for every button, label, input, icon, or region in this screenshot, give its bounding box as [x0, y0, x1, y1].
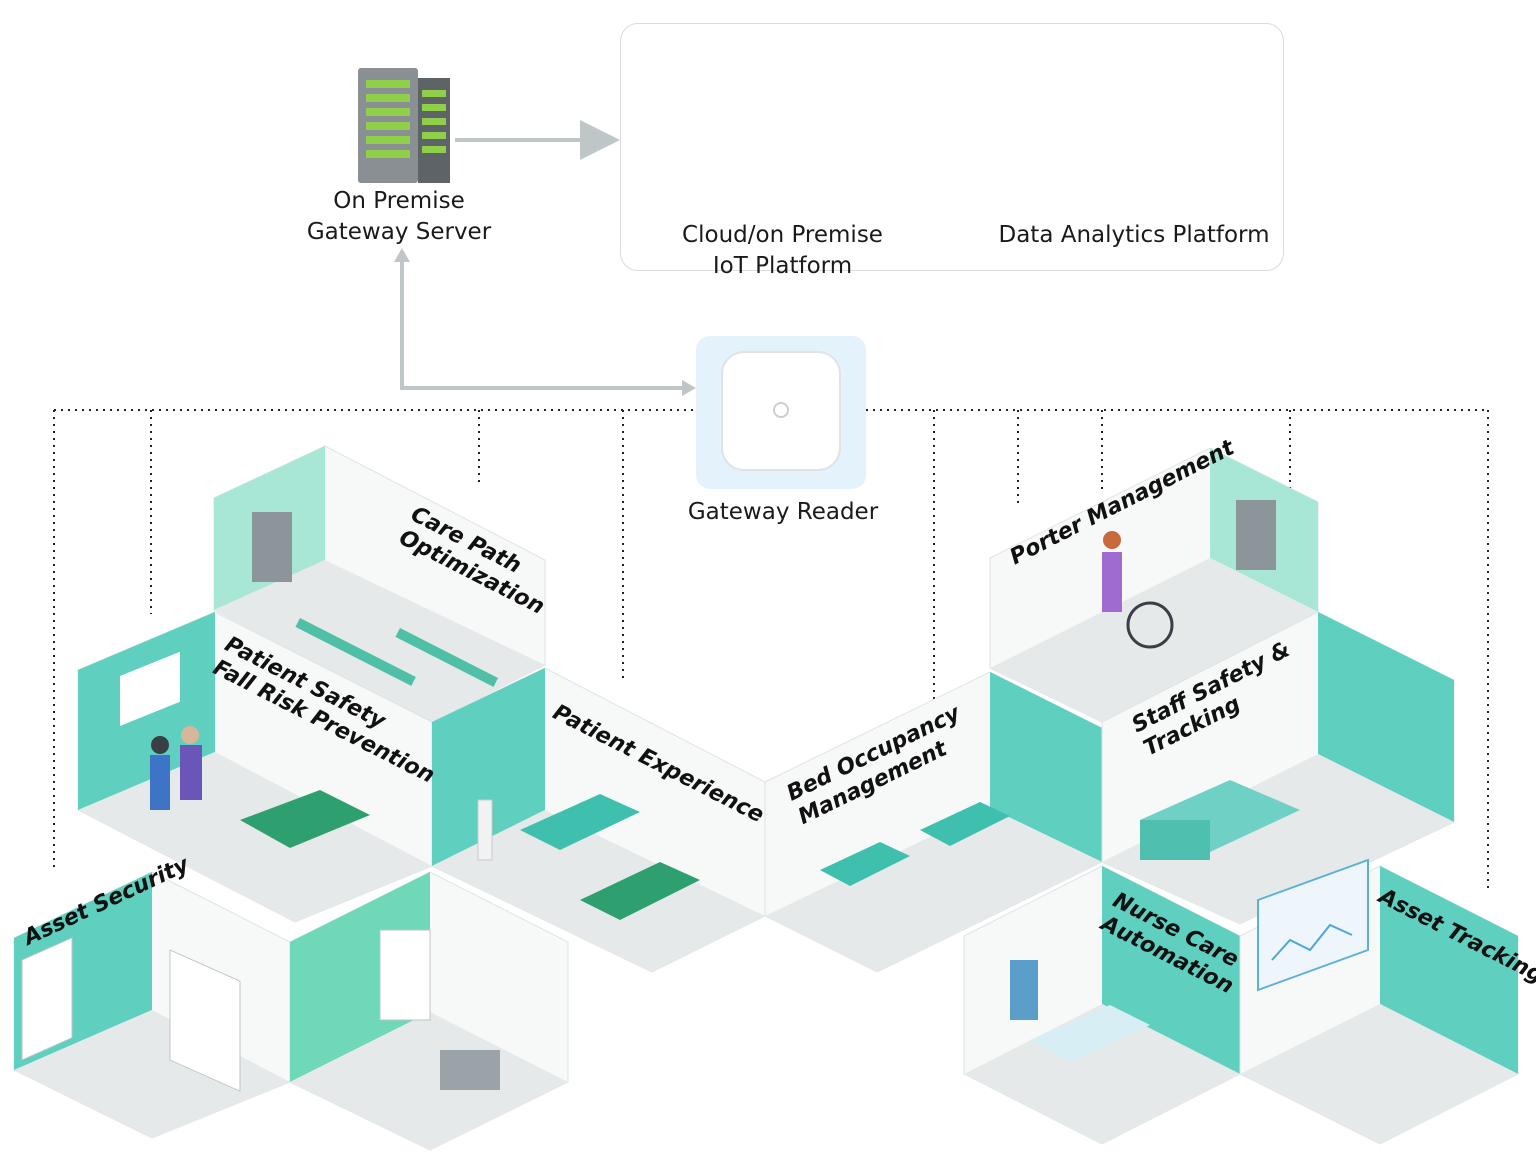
room-staff-safety — [1101, 611, 1455, 925]
room-office — [289, 871, 569, 1151]
analytics-platform-label: Data Analytics Platform — [998, 222, 1270, 248]
reader-to-server-line — [400, 258, 690, 390]
gateway-reader-device — [721, 351, 841, 471]
tracking-dashboard-screen — [1257, 858, 1369, 992]
iot-platform-label-line1: Cloud/on Premise — [682, 222, 883, 248]
gateway-server-label-line1: On Premise — [333, 188, 465, 214]
room-care-path — [213, 445, 546, 723]
cloud-platform-panel — [620, 23, 1284, 271]
gateway-reader-logo — [773, 402, 789, 418]
server-rack-icon — [358, 68, 450, 183]
gateway-reader-label: Gateway Reader — [687, 499, 879, 525]
room-bed-occupancy — [764, 671, 1103, 973]
room-patient-experience — [431, 667, 766, 973]
gateway-server-label-line2: Gateway Server — [306, 219, 492, 245]
room-nurse-care — [963, 865, 1241, 1145]
iot-platform-label-line2: IoT Platform — [712, 253, 853, 279]
room-asset-security — [13, 871, 291, 1139]
reader-arrowhead — [682, 380, 696, 396]
room-patient-safety — [77, 611, 433, 923]
gateway-server-label: On Premise Gateway Server — [288, 186, 510, 248]
server-up-arrowhead — [394, 248, 410, 262]
room-asset-tracking — [1239, 858, 1519, 1145]
iot-platform-label: Cloud/on Premise IoT Platform — [660, 220, 905, 282]
